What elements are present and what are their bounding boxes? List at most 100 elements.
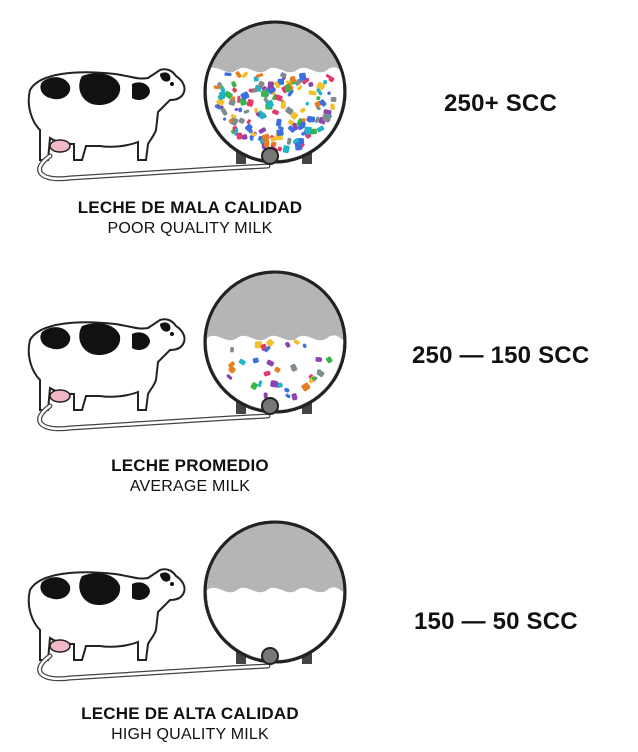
contaminant-particle <box>217 82 223 88</box>
contaminant-particle <box>306 116 316 123</box>
contaminant-particle <box>295 80 302 86</box>
contaminant-particle <box>263 370 271 377</box>
cow-icon <box>27 568 186 661</box>
contaminant-particle <box>314 116 320 123</box>
contaminant-particle <box>258 80 265 88</box>
contaminant-particle <box>304 126 312 135</box>
contaminant-particle <box>228 361 235 368</box>
contaminant-particle <box>230 96 236 101</box>
contaminant-particle <box>330 103 335 111</box>
contaminant-particle <box>241 71 248 79</box>
contaminant-particle <box>285 341 291 348</box>
contaminant-particle <box>263 139 270 148</box>
contaminant-particle <box>274 94 283 102</box>
contaminant-particle <box>250 382 258 390</box>
contaminant-particle <box>302 77 310 85</box>
contaminant-particle <box>290 111 299 120</box>
contaminant-particle <box>301 382 311 392</box>
contaminant-particle <box>285 393 291 399</box>
contaminant-particle <box>256 110 266 120</box>
contaminant-particle <box>297 85 303 91</box>
milk-tank-icon <box>203 520 347 665</box>
contaminant-particle <box>228 118 233 123</box>
contaminant-particle <box>290 76 296 83</box>
contaminant-particle <box>245 123 253 132</box>
average-milk-illustration <box>27 270 347 432</box>
high-milk-illustration <box>27 520 347 682</box>
contaminant-particle <box>276 129 284 137</box>
contaminant-particle <box>258 127 267 134</box>
cow-icon <box>27 68 186 161</box>
contaminant-particle <box>294 142 303 151</box>
contaminant-particle <box>272 93 278 101</box>
milk-hose-icon <box>37 153 271 182</box>
label-english: AVERAGE MILK <box>129 478 251 495</box>
contaminant-particle <box>239 97 247 106</box>
contaminant-particle <box>275 118 282 127</box>
row-high-quality: LECHE DE ALTA CALIDAD HIGH QUALITY MILK … <box>0 500 638 750</box>
contaminant-particle <box>319 99 327 107</box>
contaminant-particle <box>274 81 281 89</box>
milk-tank-icon <box>203 270 347 415</box>
contaminant-particle <box>270 136 277 142</box>
row-average: LECHE PROMEDIO AVERAGE MILK 250 — 150 SC… <box>0 250 638 500</box>
contaminant-particle <box>264 346 271 353</box>
milk-tank-icon <box>203 20 347 165</box>
contaminant-particle <box>236 132 243 140</box>
contaminant-particle <box>272 109 279 115</box>
contaminant-particle <box>270 380 278 388</box>
contaminant-particle <box>231 81 237 88</box>
contaminant-particle <box>235 71 242 78</box>
contaminant-particle <box>254 341 262 349</box>
contaminant-particle <box>311 376 318 381</box>
contaminant-particle <box>308 81 314 87</box>
contaminant-particle <box>238 117 245 124</box>
contaminant-particle <box>316 369 325 378</box>
label-english: POOR QUALITY MILK <box>107 220 273 237</box>
contaminant-particle <box>285 106 294 115</box>
contaminant-particle <box>246 99 254 107</box>
contaminant-particle <box>224 72 232 77</box>
contaminant-particle <box>220 107 228 116</box>
contaminant-particle <box>284 387 290 393</box>
contaminant-particle <box>325 356 333 364</box>
contaminant-particle <box>316 87 323 96</box>
contaminant-particle <box>248 88 253 93</box>
contaminant-particle <box>249 135 254 141</box>
contaminant-particle <box>330 96 337 102</box>
contaminant-particle <box>267 81 274 89</box>
scc-value: 250+ SCC <box>444 90 557 117</box>
contaminant-particle <box>246 119 251 125</box>
contaminant-particle <box>228 366 236 374</box>
contaminant-particle <box>257 380 263 388</box>
contaminant-particle <box>226 374 233 380</box>
contaminant-particle <box>238 358 246 366</box>
contaminant-particle <box>278 125 284 130</box>
contaminant-particle <box>252 357 259 364</box>
milk-hose-icon <box>37 403 271 432</box>
contaminant-particle <box>232 87 237 93</box>
contaminant-particles <box>226 338 333 401</box>
contaminant-particle <box>280 72 287 78</box>
contaminant-particle <box>290 363 298 372</box>
contaminant-particle <box>316 125 325 133</box>
contaminant-particle <box>241 134 248 140</box>
contaminant-particle <box>323 80 328 85</box>
contaminant-particle <box>287 89 294 97</box>
contaminant-particle <box>266 359 275 367</box>
contaminant-particle <box>302 343 307 348</box>
contaminant-particle <box>237 95 241 103</box>
contaminant-particle <box>315 357 323 362</box>
contaminant-particle <box>240 91 250 101</box>
contaminant-particle <box>282 145 290 154</box>
contaminant-particle <box>260 90 269 98</box>
contaminant-particle <box>277 78 285 86</box>
contaminant-particle <box>308 90 317 96</box>
scc-value: 150 — 50 SCC <box>414 608 578 635</box>
contaminant-particle <box>327 91 331 96</box>
contaminant-particle <box>293 339 300 345</box>
contaminant-particle <box>274 366 281 373</box>
contaminant-particle <box>277 146 283 152</box>
label-spanish: LECHE DE ALTA CALIDAD <box>81 704 299 723</box>
contaminant-particle <box>230 114 237 119</box>
